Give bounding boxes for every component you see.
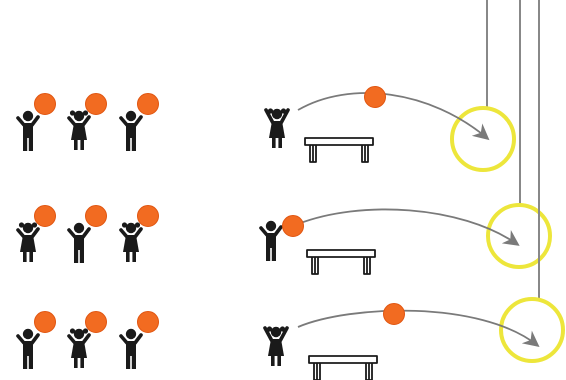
ball-in-flight [384,304,405,325]
waiting-child-girl [69,110,89,150]
throw-trajectory-arrow [298,93,487,138]
ball [35,312,56,333]
waiting-child-girl [18,222,38,262]
waiting-child-boy [121,329,141,369]
ball [86,206,107,227]
ball [35,206,56,227]
throwing-child-girl [266,108,288,148]
hoop-ring [452,108,514,170]
throwing-child-boy [261,221,281,261]
waiting-child-boy [121,111,141,151]
bench [307,250,375,274]
ball [138,206,159,227]
hoop-ring [488,205,550,267]
waiting-child-boy [69,223,89,263]
ball [35,94,56,115]
bench [309,356,377,380]
ball [86,94,107,115]
throw-trajectory-arrow [298,209,517,244]
ball [86,312,107,333]
station-row-1 [18,0,514,170]
ball [138,312,159,333]
waiting-child-boy [18,111,38,151]
waiting-child-girl [69,328,89,368]
hanging-hoop [452,0,514,170]
hanging-hoop [488,0,550,267]
throwing-child-girl [265,326,287,366]
bench [305,138,373,162]
waiting-child-girl [121,222,141,262]
waiting-child-boy [18,329,38,369]
ball [283,216,304,237]
hanging-hoop [501,0,563,361]
ball [138,94,159,115]
station-row-3 [18,0,563,380]
ball-in-flight [365,87,386,108]
